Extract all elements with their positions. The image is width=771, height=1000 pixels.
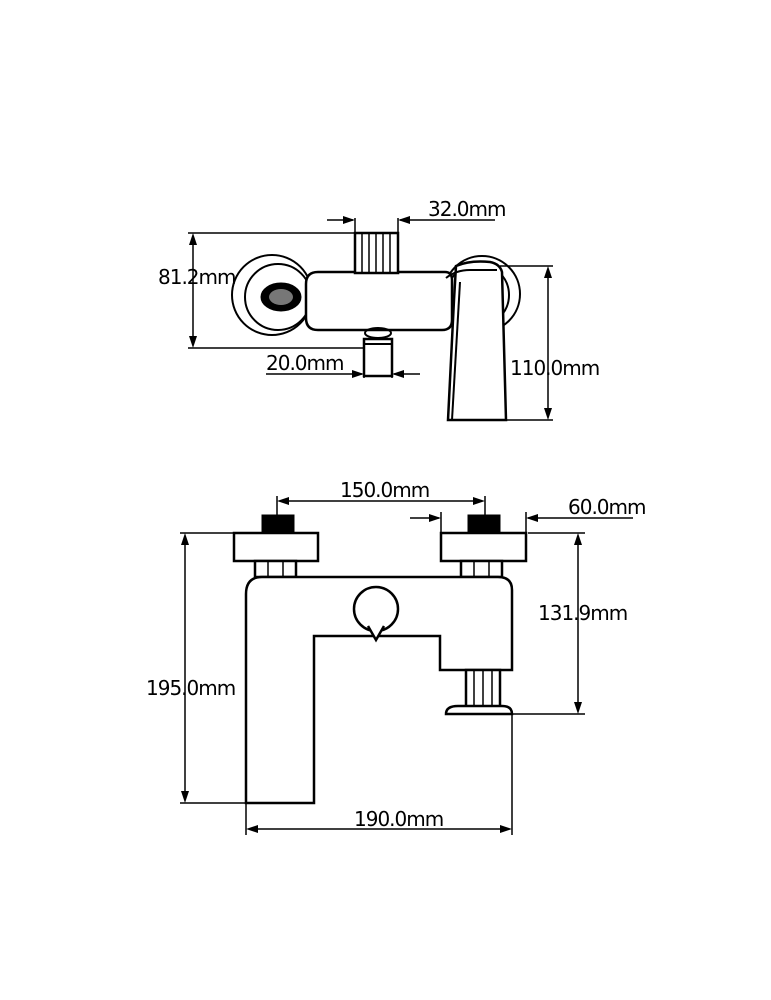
dim-label-60: 60.0mm [568, 495, 646, 519]
dim-label-195: 195.0mm [146, 676, 235, 700]
left-escutcheon [231, 254, 313, 336]
dim-outlet-width: 32.0mm [327, 197, 507, 236]
top-lever-handle [445, 260, 508, 422]
dim-centers: 150.0mm [276, 478, 486, 516]
front-outlet [444, 668, 514, 716]
top-outlet [353, 231, 400, 275]
front-diverter [352, 585, 400, 643]
dim-handle-height: 110.0mm [500, 265, 600, 421]
dim-label-150: 150.0mm [340, 478, 429, 502]
dim-label-81: 81.2mm [158, 265, 236, 289]
top-diverter [362, 327, 394, 378]
dim-total-width: 190.0mm [245, 714, 513, 835]
right-connector [439, 514, 528, 579]
dim-body-height: 81.2mm [158, 232, 365, 349]
dim-spout-height: 131.9mm [512, 532, 628, 715]
dim-label-190: 190.0mm [354, 807, 443, 831]
left-connector [232, 514, 320, 579]
dim-diverter-width: 20.0mm [266, 351, 420, 378]
dim-connector-width: 60.0mm [410, 495, 647, 533]
front-body [244, 575, 514, 805]
dim-label-110: 110.0mm [510, 356, 599, 380]
dim-label-32: 32.0mm [428, 197, 506, 221]
top-view: 32.0mm 81.2mm 20.0mm 1 [158, 197, 600, 422]
top-body [304, 270, 454, 332]
dim-total-height: 195.0mm [146, 532, 246, 804]
dim-label-20: 20.0mm [266, 351, 344, 375]
front-view: 150.0mm 60.0mm 131.9mm [146, 478, 647, 835]
dim-label-131: 131.9mm [538, 601, 627, 625]
